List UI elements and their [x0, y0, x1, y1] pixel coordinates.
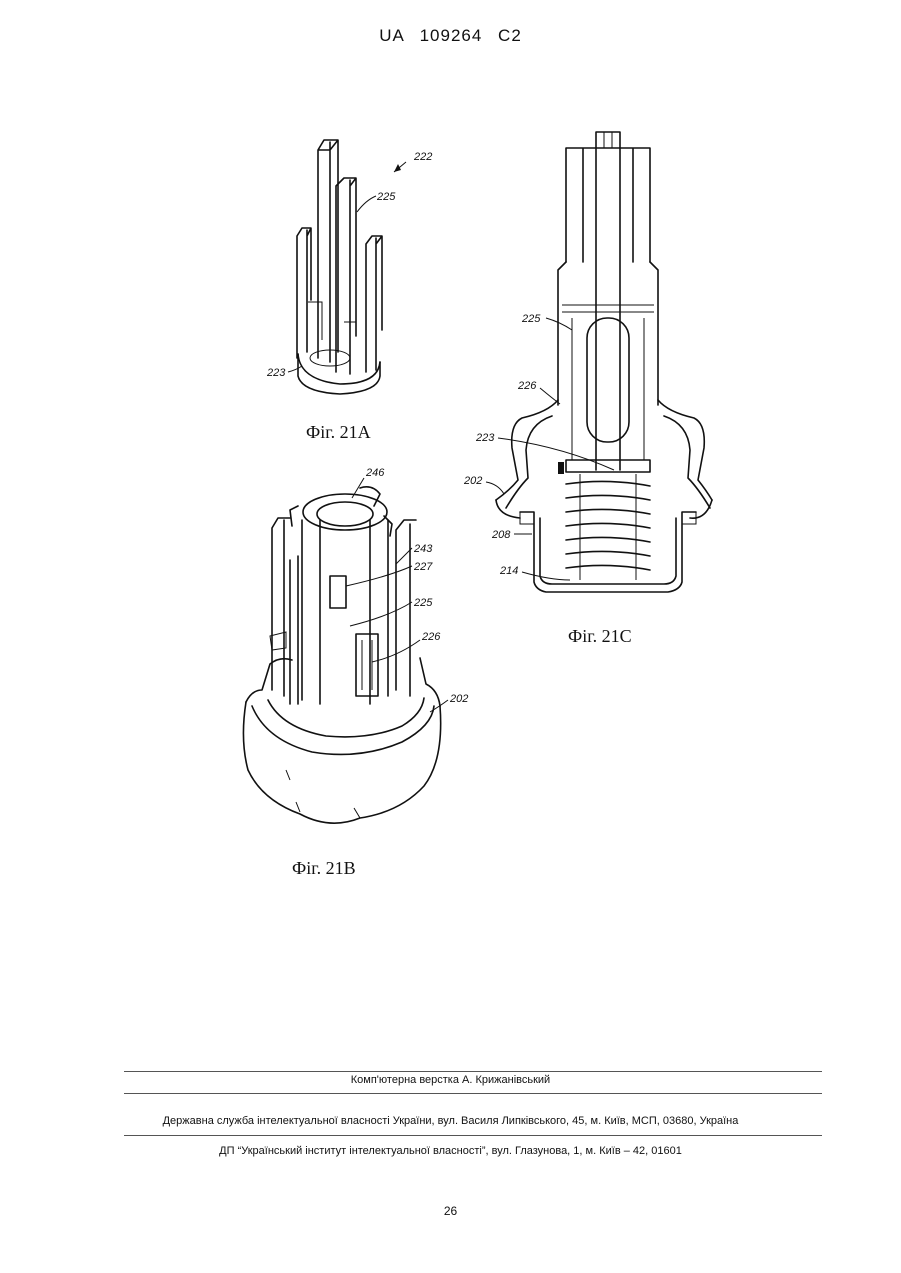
ref-223-a: 223 [266, 367, 286, 379]
ref-225-b: 225 [413, 597, 433, 609]
ref-214: 214 [499, 565, 518, 577]
footer-institute: ДП “Український інститут інтелектуальної… [0, 1145, 901, 1157]
figure-21c-drawing [486, 132, 712, 592]
ref-226-c: 226 [517, 380, 537, 392]
ref-246: 246 [365, 467, 385, 479]
caption-fig-21a: Фіг. 21А [306, 422, 371, 442]
ref-202-c: 202 [463, 475, 482, 487]
ref-222: 222 [413, 151, 432, 163]
footer-divider [124, 1135, 822, 1136]
ref-202-b: 202 [449, 693, 468, 705]
ref-243: 243 [413, 543, 433, 555]
page-number: 26 [0, 1204, 901, 1218]
figure-21a-drawing [288, 140, 406, 394]
ref-226-b: 226 [421, 631, 441, 643]
figure-21b-drawing [243, 478, 448, 823]
ref-208: 208 [491, 529, 511, 541]
ref-225-a: 225 [376, 191, 396, 203]
footer-layout-credit: Комп'ютерна верстка А. Крижанівський [0, 1074, 901, 1086]
caption-fig-21c: Фіг. 21С [568, 626, 632, 646]
ref-227: 227 [413, 561, 433, 573]
footer-divider [124, 1071, 822, 1072]
ref-225-c: 225 [521, 313, 541, 325]
footer-agency: Державна служба інтелектуальної власност… [0, 1115, 901, 1127]
ref-223-c: 223 [475, 432, 495, 444]
caption-fig-21b: Фіг. 21В [292, 858, 356, 878]
footer-divider [124, 1093, 822, 1094]
